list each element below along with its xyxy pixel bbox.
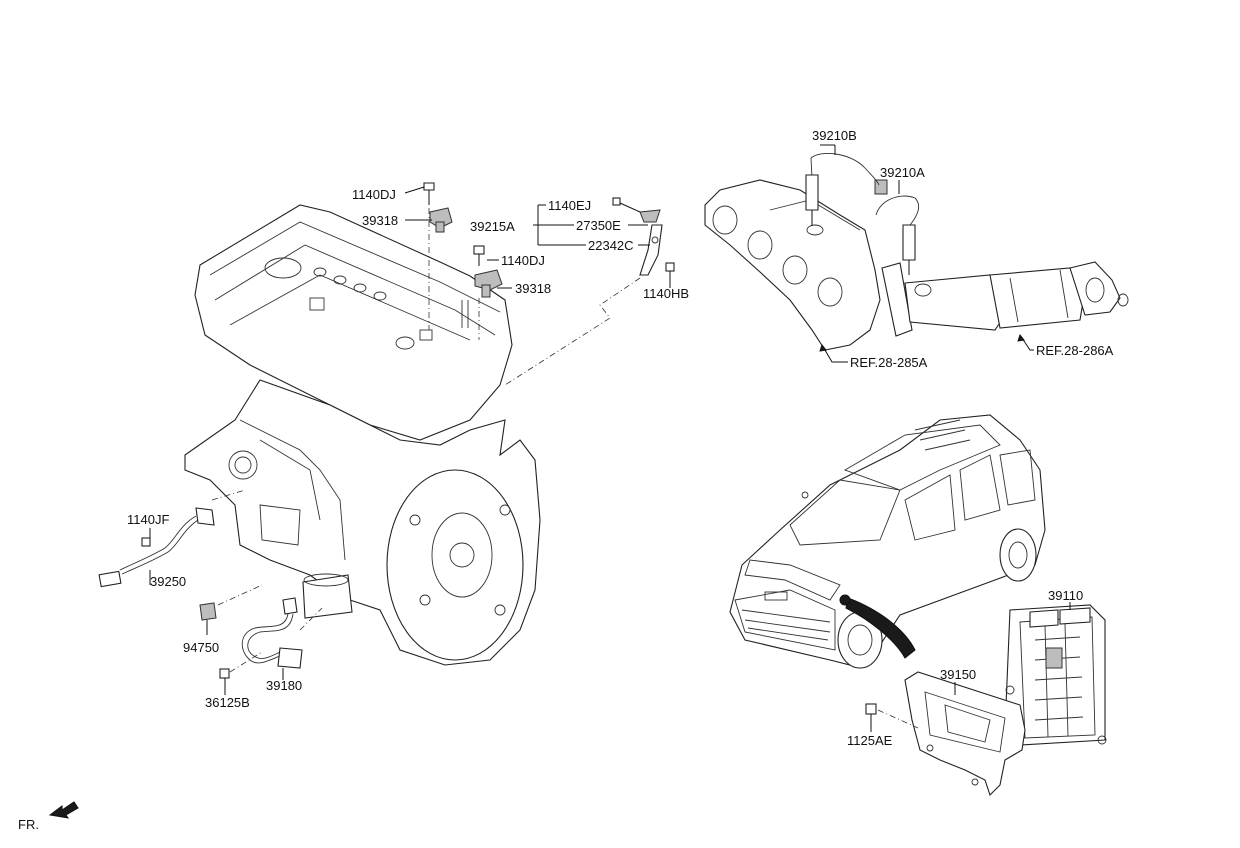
ecu-bracket-39150[interactable] [904,671,1026,797]
bolt-36125b[interactable] [219,651,263,695]
leader-lines [404,186,671,386]
ref-leaders [819,333,1034,363]
bracket-39215a-assembly[interactable] [612,197,675,280]
label-39210a[interactable]: 39210A [880,165,925,180]
cam-position-sensor-top[interactable] [429,207,453,233]
sensor-39180[interactable] [241,597,323,680]
ecu-39110[interactable] [1004,602,1107,746]
label-22342c[interactable]: 22342C [588,238,634,253]
label-36125b[interactable]: 36125B [205,695,250,710]
knock-sensor-39250[interactable] [98,507,215,588]
label-1140dj-top[interactable]: 1140DJ [352,187,396,202]
label-1125ae[interactable]: 1125AE [847,733,893,748]
label-1140jf[interactable]: 1140JF [127,512,169,527]
label-39180[interactable]: 39180 [266,678,302,693]
oxygen-sensor-39210a[interactable] [875,180,920,275]
label-39210b[interactable]: 39210B [812,128,857,143]
sensor-94750[interactable] [199,584,263,635]
part-labels: 1140DJ 39318 1140DJ 39318 39215A 1140EJ … [18,128,1114,832]
label-27350e[interactable]: 27350E [576,218,621,233]
engine-illustration [184,204,541,666]
label-39110[interactable]: 39110 [1048,588,1083,603]
label-1140ej[interactable]: 1140EJ [548,198,591,213]
label-ref-28-286a[interactable]: REF.28-286A [1036,343,1114,358]
label-1140hb[interactable]: 1140HB [643,286,689,301]
exhaust-manifold-illustration [704,179,1129,351]
bolt-1140dj-top[interactable] [423,182,435,205]
label-39215a[interactable]: 39215A [470,219,515,234]
front-direction-arrow-icon [48,801,79,819]
oxygen-sensor-39210b[interactable] [805,144,888,226]
label-ref-28-285a[interactable]: REF.28-285A [850,355,928,370]
label-94750[interactable]: 94750 [183,640,219,655]
label-39150[interactable]: 39150 [940,667,976,682]
knock-sensor-leaders [149,489,246,538]
label-39318-mid[interactable]: 39318 [515,281,551,296]
bolt-1125ae[interactable] [865,703,919,732]
label-fr: FR. [18,817,39,832]
bolt-1140dj-mid[interactable] [473,245,485,266]
cam-position-sensor-mid[interactable] [474,269,503,298]
label-1140dj-mid[interactable]: 1140DJ [501,253,545,268]
label-39318-top[interactable]: 39318 [362,213,398,228]
vehicle-illustration [729,414,1046,669]
label-39250[interactable]: 39250 [150,574,186,589]
